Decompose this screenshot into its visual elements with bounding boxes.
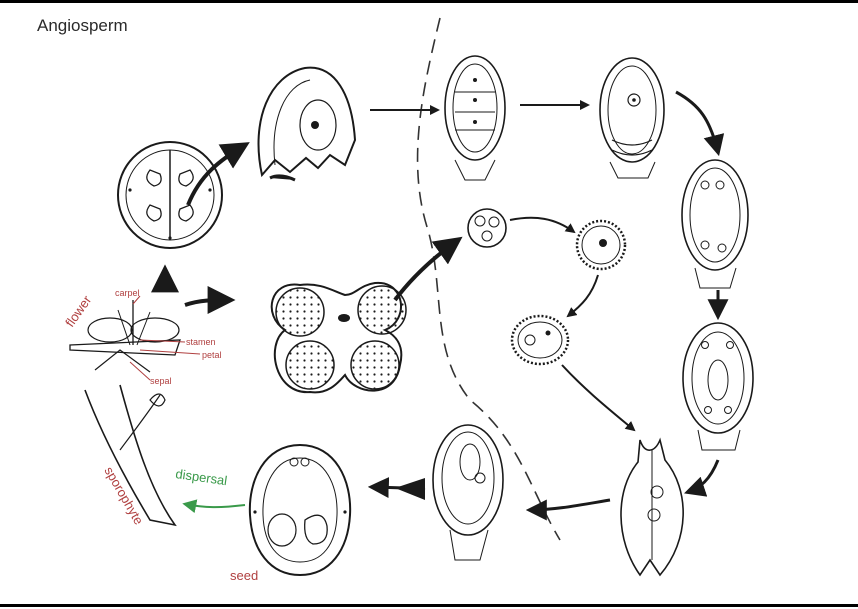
generation-divider-line bbox=[416, 17, 561, 541]
arrow-fertilised-to-embryo bbox=[525, 498, 611, 521]
sporophyte-plant bbox=[69, 295, 201, 527]
label-petal: petal bbox=[202, 350, 222, 360]
ovary-cross-section bbox=[117, 141, 223, 249]
pollen-grain-2 bbox=[510, 314, 570, 366]
anther-cross-section bbox=[270, 281, 407, 394]
cycle-arrows bbox=[151, 90, 729, 521]
label-seed: seed bbox=[230, 568, 258, 583]
bottom-border bbox=[0, 604, 858, 607]
arrow-anther-to-tetrad bbox=[393, 236, 463, 302]
label-stamen: stamen bbox=[186, 337, 216, 347]
pollen-grain-1 bbox=[575, 219, 627, 271]
arrow-sac2-to-sac3 bbox=[675, 90, 725, 157]
seed-drawing bbox=[248, 443, 352, 577]
embryo-sac-stage-2 bbox=[599, 57, 665, 179]
arrow-pollen-to-fertilised bbox=[561, 364, 636, 432]
embryo-sac-stage-3 bbox=[681, 159, 749, 289]
arrow-pollen-to-pollen bbox=[566, 274, 599, 318]
diagram-title: Angiosperm bbox=[37, 16, 128, 35]
arrow-tetrad-to-pollen bbox=[509, 216, 576, 234]
label-carpel: carpel bbox=[115, 288, 140, 298]
embryo-sac-stage-4 bbox=[682, 322, 754, 451]
arrow-seed-to-sporophyte bbox=[182, 499, 246, 514]
label-dispersal: dispersal bbox=[175, 466, 229, 488]
label-sepal: sepal bbox=[150, 376, 172, 386]
developing-embryo bbox=[432, 424, 504, 561]
ovule-drawing bbox=[257, 66, 357, 182]
label-flower: flower bbox=[62, 292, 95, 330]
arrow-flower-to-anther bbox=[184, 286, 236, 315]
arrow-sac4-to-fertilised bbox=[684, 459, 720, 497]
fertilised-ovule bbox=[620, 437, 684, 577]
microspore-tetrad bbox=[467, 208, 507, 248]
top-border bbox=[0, 0, 858, 3]
embryo-sac-stage-1 bbox=[444, 55, 506, 181]
arrow-ovary-to-ovule bbox=[186, 142, 250, 206]
